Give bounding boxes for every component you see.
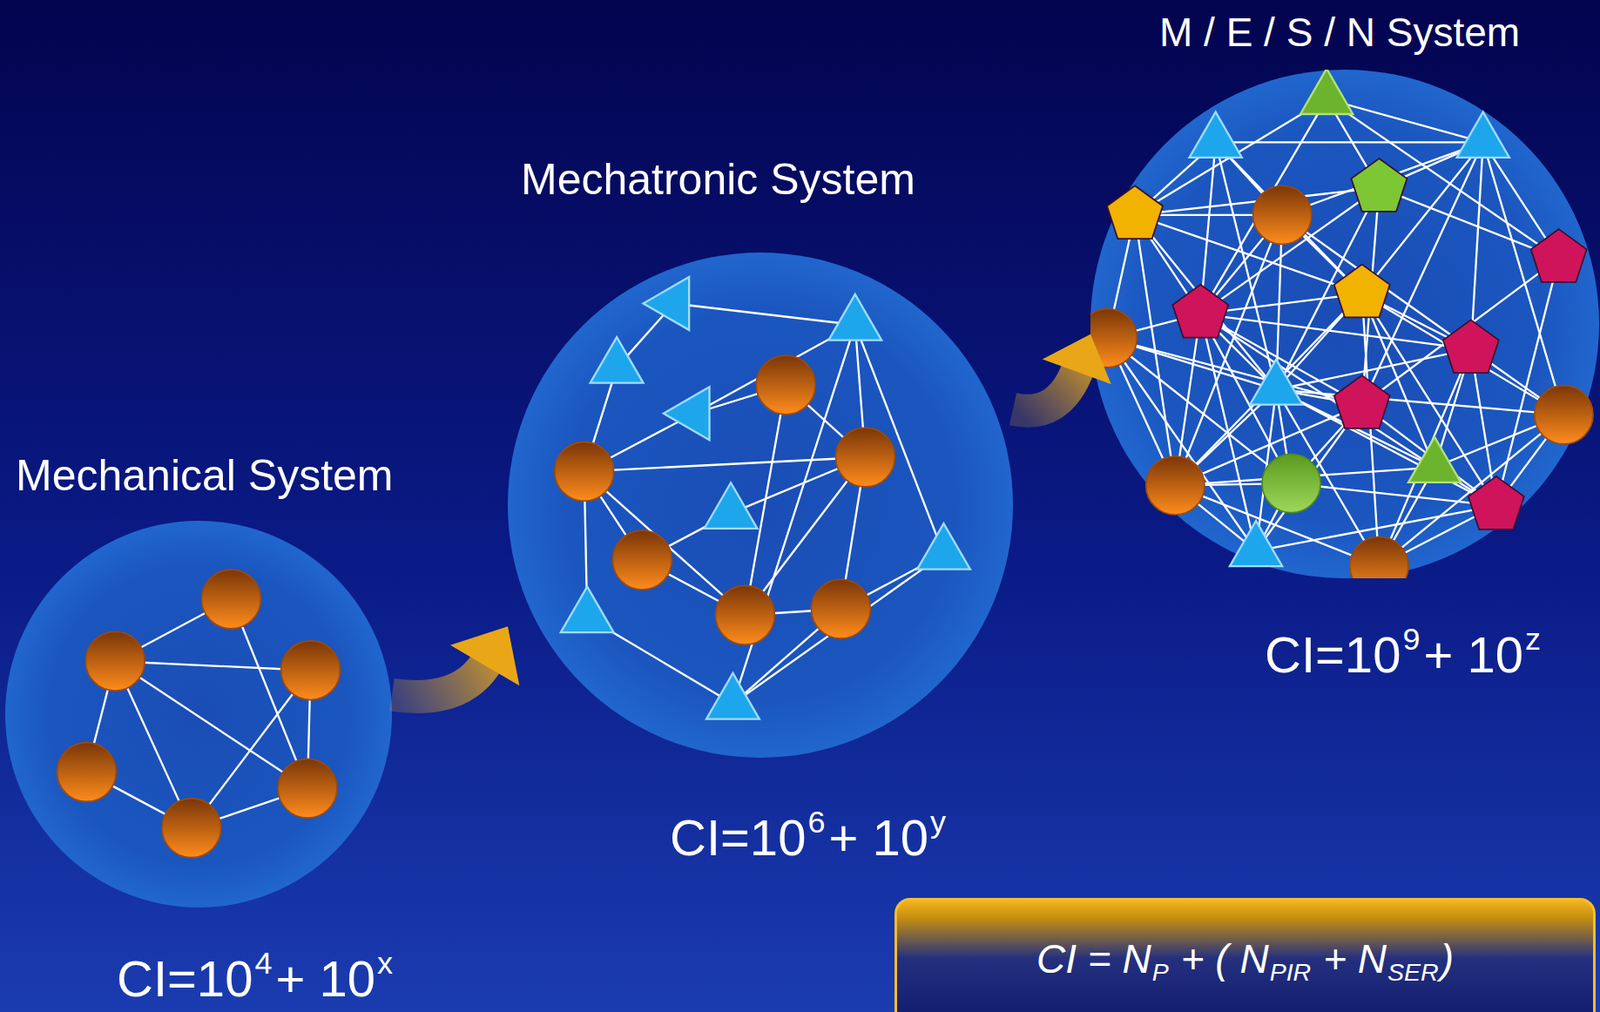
component-triangle (1408, 437, 1461, 483)
system-title: Mechatronic System (520, 153, 916, 206)
network-link (1215, 141, 1363, 294)
component-pentagon (1334, 264, 1391, 318)
exponent: 6 (807, 803, 825, 840)
network-link (114, 661, 308, 789)
system-circle: Mechanical SystemCI=104+ 10x (5, 520, 392, 908)
component-circle (1262, 453, 1321, 513)
component-circle (836, 427, 896, 487)
subscript: SER (1387, 958, 1439, 986)
arrow-head (450, 626, 520, 686)
network-link (1134, 215, 1363, 294)
network-illustration (5, 520, 392, 908)
exponent: x (377, 945, 393, 981)
component-triangle (828, 294, 882, 341)
system-title: Mechanical System (15, 449, 394, 502)
exponent: 9 (1402, 621, 1420, 657)
component-triangle (1229, 520, 1283, 567)
formula-term: CI = N (1036, 936, 1152, 982)
index-term: CI=10 (1264, 626, 1401, 683)
network-link (1215, 141, 1484, 143)
component-circle (810, 579, 871, 639)
index-term: CI=10 (669, 809, 806, 866)
formula-box: CI = NP + ( NPIR + NSER) (894, 897, 1596, 1012)
component-triangle (704, 482, 758, 529)
subscript: PIR (1269, 958, 1312, 986)
network-link (674, 303, 856, 325)
network-link (1326, 99, 1484, 143)
component-pentagon (1172, 284, 1229, 338)
network-illustration (1090, 69, 1600, 579)
network-link (744, 384, 786, 615)
system-circle: M / E / S / N SystemCI=109+ 10z (1090, 69, 1600, 579)
flow-arrow (391, 626, 520, 697)
component-circle (1534, 385, 1594, 445)
component-triangle (663, 386, 710, 440)
component-triangle (590, 337, 644, 384)
component-pentagon (1334, 375, 1391, 429)
component-pentagon (1107, 185, 1163, 239)
network-illustration (507, 252, 1013, 758)
component-circle (162, 798, 222, 858)
complexity-index: CI=109+ 10z (1264, 627, 1541, 683)
component-triangle (706, 673, 760, 720)
formula-text: CI = NP + ( NPIR + NSER) (1036, 935, 1454, 984)
arrow-head (1042, 334, 1112, 385)
network-link (1326, 99, 1560, 259)
index-term: + 10 (275, 950, 376, 1007)
system-title: M / E / S / N System (1159, 8, 1520, 57)
formula-term: + ( N (1181, 936, 1270, 982)
component-circle (756, 355, 816, 415)
network-link (1378, 414, 1564, 567)
component-triangle (917, 523, 971, 570)
component-circle (85, 631, 145, 691)
component-circle (612, 530, 672, 590)
component-triangle (560, 587, 615, 634)
network-link (1107, 337, 1256, 551)
system-circle: Mechatronic SystemCI=106+ 10y (507, 252, 1013, 758)
arrow-body (391, 661, 488, 697)
index-term: + 10 (1423, 626, 1524, 683)
network-link (1496, 258, 1560, 507)
index-term: + 10 (828, 809, 929, 866)
component-triangle (1300, 69, 1353, 115)
flow-arrow (1012, 334, 1112, 412)
component-circle (1253, 185, 1312, 244)
component-circle (554, 442, 615, 502)
exponent: 4 (254, 945, 272, 981)
component-triangle (643, 276, 690, 331)
component-circle (277, 758, 338, 818)
component-circle (202, 569, 262, 629)
network-link (584, 457, 866, 472)
component-pentagon (1443, 319, 1499, 373)
network-link (1200, 313, 1472, 350)
exponent: z (1525, 621, 1541, 657)
component-circle (715, 585, 776, 645)
component-circle (281, 641, 341, 701)
network-link (584, 471, 746, 615)
component-circle (57, 742, 117, 803)
network-link (1200, 313, 1435, 467)
subscript: P (1152, 958, 1169, 986)
arrow-body (1012, 366, 1079, 412)
component-pentagon (1531, 229, 1587, 283)
complexity-index: CI=106+ 10y (669, 810, 946, 866)
complexity-index: CI=104+ 10x (116, 951, 393, 1007)
component-triangle (1457, 112, 1510, 158)
component-pentagon (1468, 476, 1525, 530)
formula-term: ) (1440, 936, 1454, 982)
network-link (1362, 293, 1565, 415)
exponent: y (930, 803, 946, 840)
component-circle (1350, 536, 1409, 579)
component-triangle (1189, 112, 1243, 158)
component-triangle (1249, 359, 1303, 406)
component-pentagon (1350, 158, 1407, 212)
component-circle (1146, 456, 1205, 515)
index-term: CI=10 (116, 950, 253, 1007)
formula-term: + N (1323, 936, 1387, 982)
